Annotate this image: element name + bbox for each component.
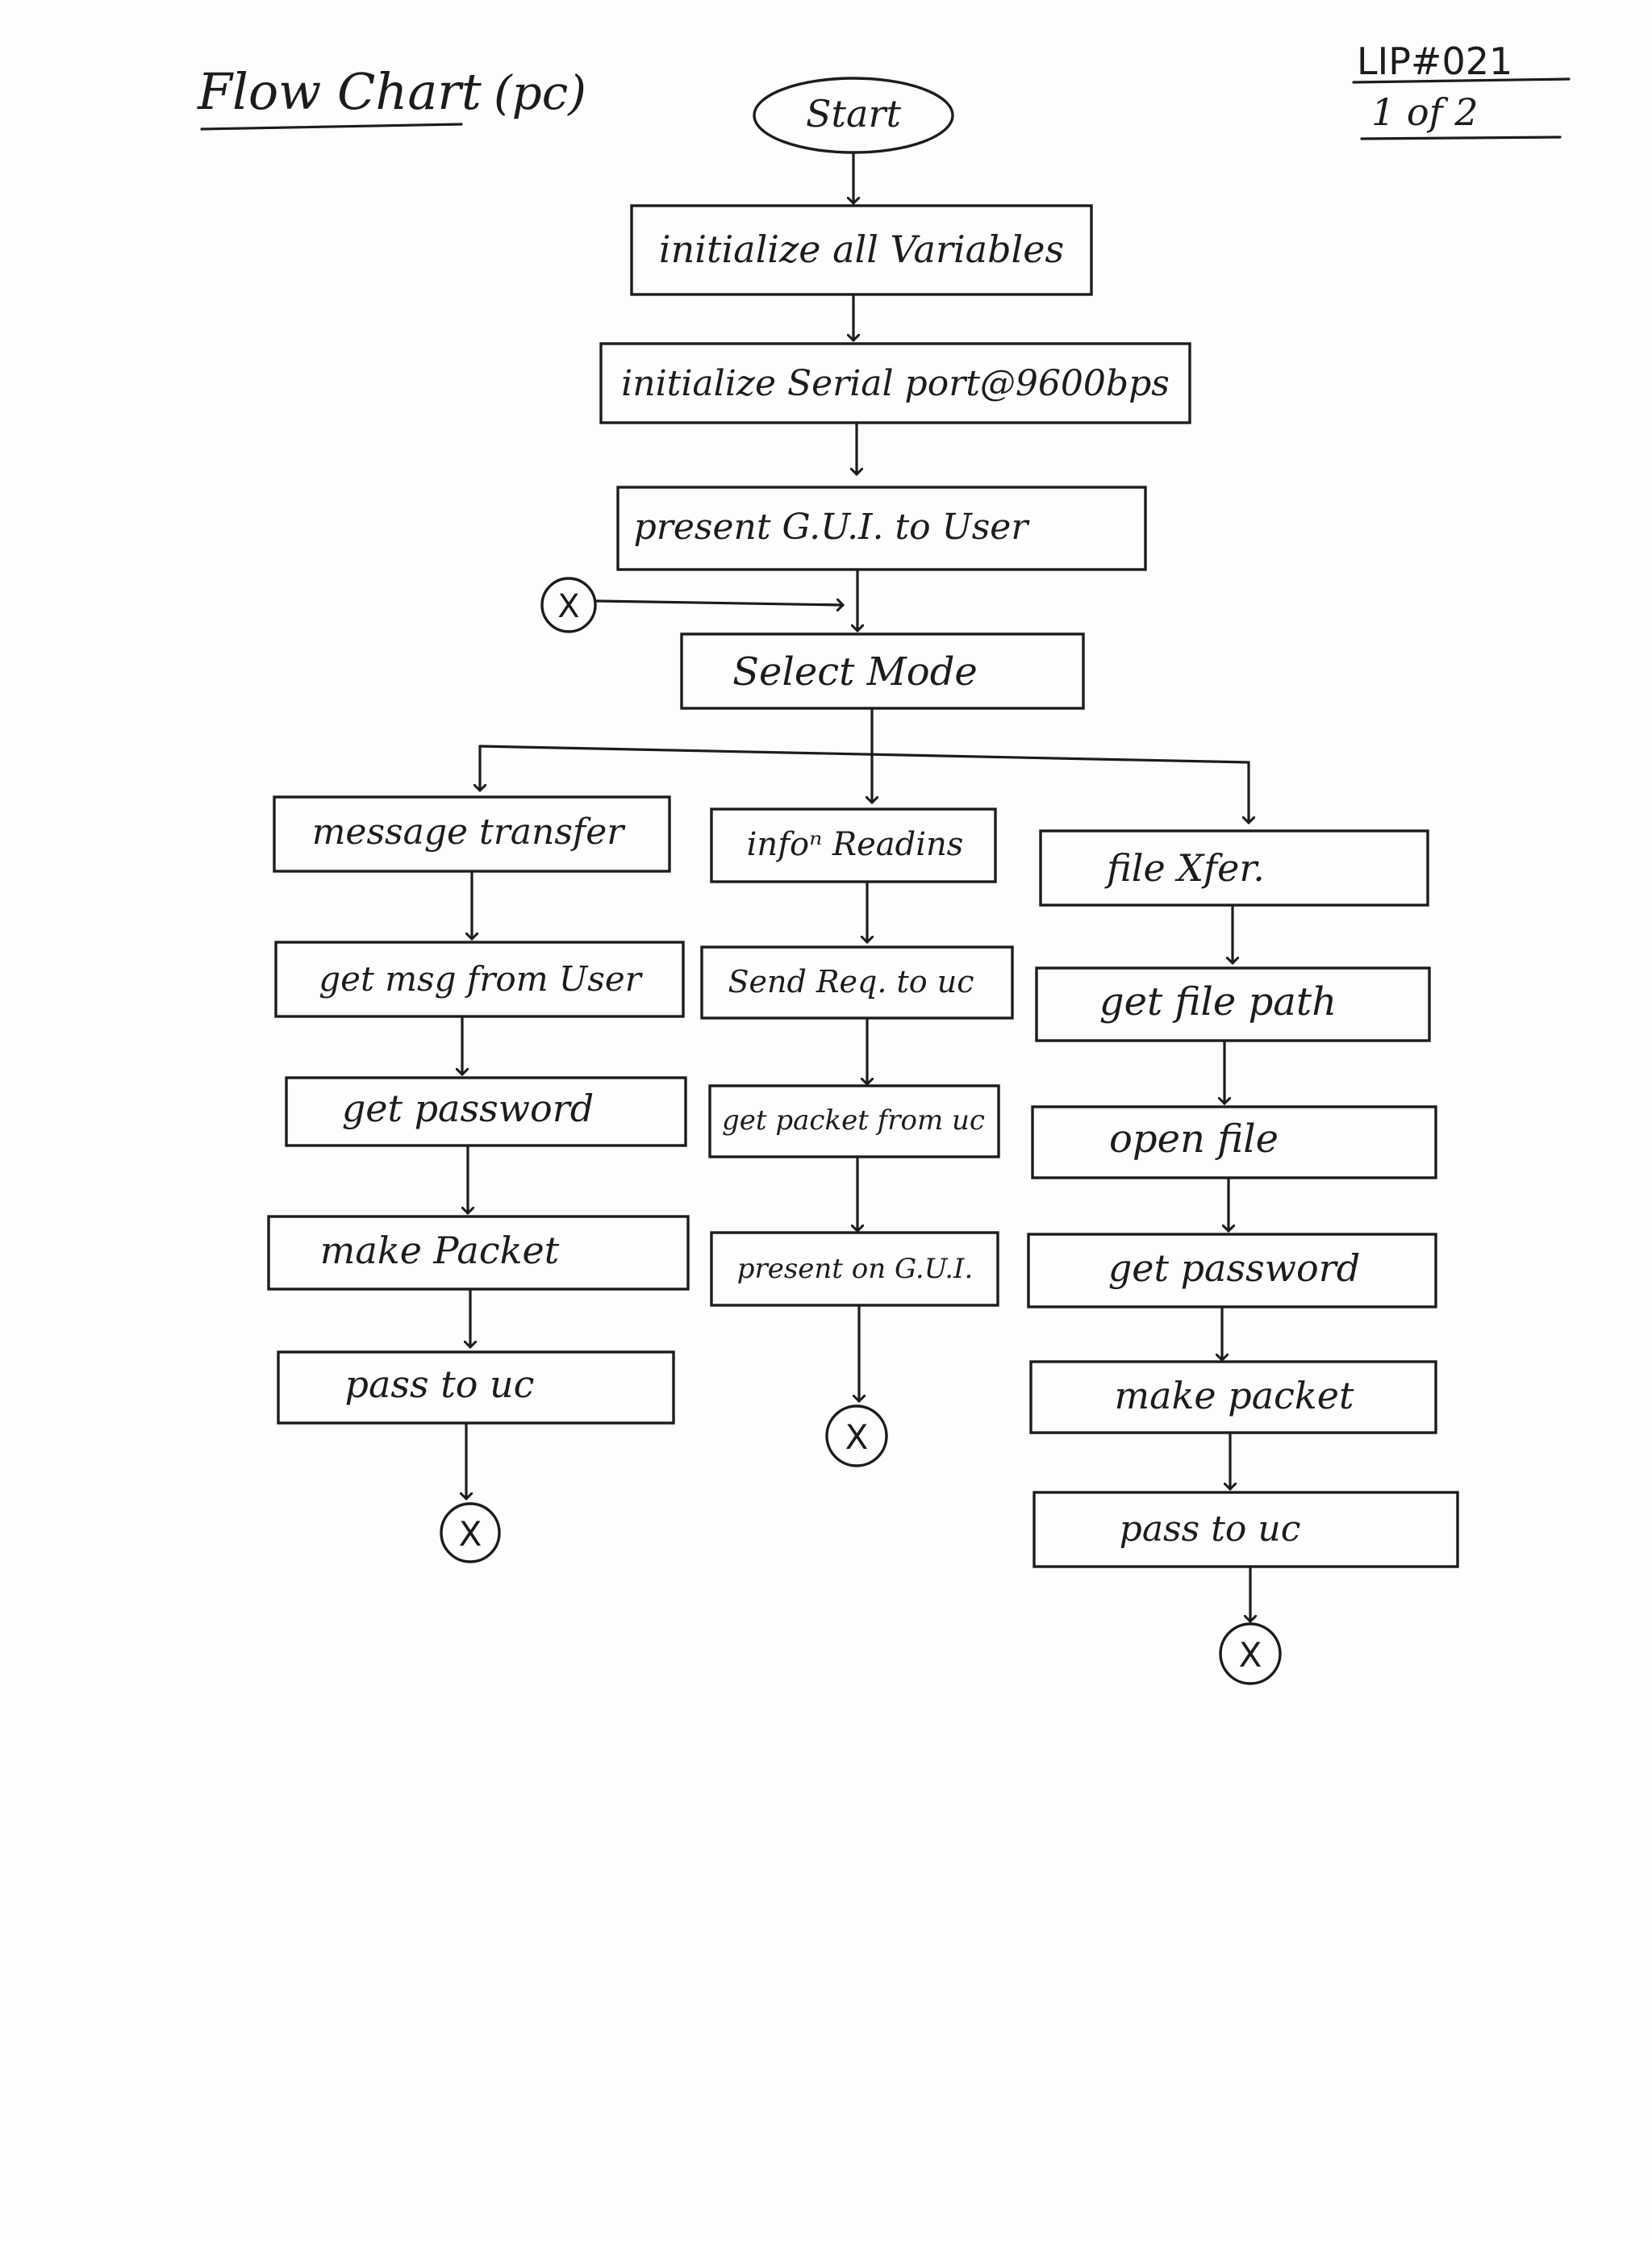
return-connector-left-label: X [459, 1514, 482, 1554]
get-file-path-label: get file path [1099, 979, 1337, 1025]
make-packet-left-label: make Packet [320, 1229, 560, 1272]
file-xfer-box [1039, 829, 1429, 907]
return-connector-left [440, 1502, 501, 1563]
init-serial-label: initialize Serial port@9600bps [621, 363, 1170, 404]
init-serial-box [599, 342, 1191, 424]
get-file-path-box [1035, 966, 1431, 1042]
page-number: 1 of 2 [1371, 90, 1479, 134]
pass-to-uc-left-label: pass to uc [345, 1363, 535, 1406]
info-readings-box [710, 808, 997, 883]
init-variables-label: initialize all Variables [659, 227, 1064, 271]
document-id-underline [1352, 77, 1571, 84]
title-underline [200, 123, 463, 131]
send-req-box [700, 945, 1014, 1020]
select-mode-box [680, 632, 1085, 710]
get-packet-label: get packet from uc [722, 1104, 985, 1137]
return-connector-middle-label: X [845, 1417, 869, 1457]
get-password-left-box [285, 1076, 687, 1147]
return-connector-right [1219, 1622, 1282, 1685]
get-password-right-box [1027, 1233, 1437, 1308]
present-gui-box [616, 486, 1147, 571]
pass-to-uc-right-box [1032, 1491, 1459, 1568]
info-readings-label: infoⁿ Readins [747, 826, 964, 863]
present-on-gui-box [710, 1231, 999, 1307]
return-connector-top [540, 577, 597, 633]
open-file-label: open file [1109, 1116, 1279, 1162]
arrow-connector-to-mode [595, 601, 845, 605]
present-gui-label: present G.U.I. to User [634, 507, 1031, 548]
page-title: Flow Chart [197, 62, 482, 121]
message-transfer-label: message transfer [312, 812, 627, 853]
pass-to-uc-left-box [277, 1350, 675, 1425]
get-msg-box [274, 941, 685, 1018]
return-connector-middle [825, 1404, 888, 1467]
return-connector-top-label: X [557, 588, 579, 625]
get-password-left-label: get password [342, 1087, 594, 1130]
return-connector-right-label: X [1239, 1635, 1262, 1675]
open-file-box [1031, 1105, 1437, 1179]
select-mode-label: Select Mode [732, 649, 978, 695]
make-packet-left-box [267, 1215, 690, 1291]
get-packet-box [708, 1084, 1000, 1158]
start-label: Start [806, 92, 901, 136]
make-packet-right-box [1029, 1360, 1437, 1434]
get-msg-label: get msg from User [319, 959, 643, 999]
page-subtitle: (pc) [494, 65, 586, 120]
branch-bus [478, 745, 1250, 764]
send-req-label: Send Req. to uc [728, 964, 974, 999]
document-id: LIP#021 [1357, 40, 1512, 83]
make-packet-right-label: make packet [1115, 1374, 1354, 1417]
file-xfer-label: file Xfer. [1104, 846, 1265, 890]
present-on-gui-label: present on G.U.I. [737, 1253, 974, 1285]
get-password-right-label: get password [1108, 1246, 1360, 1290]
pass-to-uc-right-label: pass to uc [1120, 1509, 1301, 1550]
page-number-underline [1360, 136, 1562, 140]
init-variables-box [630, 204, 1093, 296]
